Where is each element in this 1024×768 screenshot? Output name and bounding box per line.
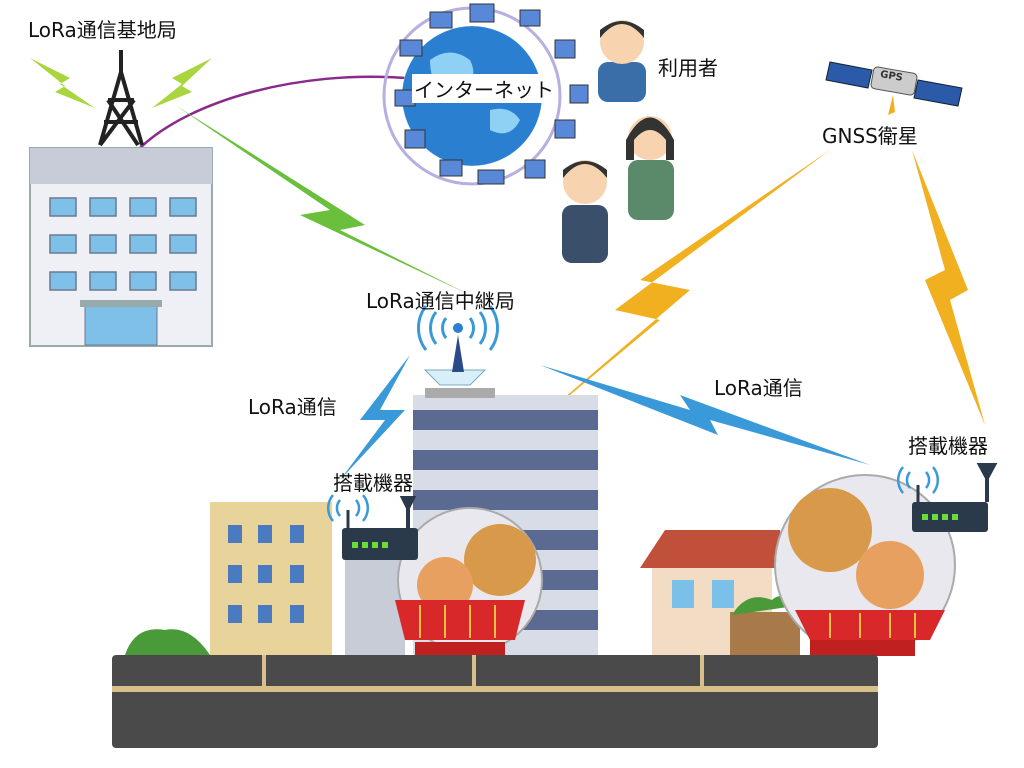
gps-bolt-right [912,150,985,425]
users-label: 利用者 [658,56,718,80]
onboard-device-label-right: 搭載機器 [908,434,988,458]
lora-link-label-left: LoRa通信 [248,395,337,419]
festival-float-left [395,507,543,656]
gnss-satellite-label: GNSS衛星 [822,124,918,148]
signal-bolt-left [30,58,95,108]
user-figure [598,20,646,102]
building-windows [228,525,304,623]
blue-bolt-right [540,365,870,465]
small-building [345,560,405,655]
internet-label: インターネット [412,74,556,103]
onboard-device-label-left: 搭載機器 [333,471,413,495]
onboard-device-left-icon [326,494,418,560]
user-figure [626,116,674,220]
relay-station-label: LoRa通信中継局 [366,289,515,313]
gps-signal-mark [888,95,895,115]
radio-tower-icon [98,50,144,147]
bush [125,629,210,655]
lora-link-label-right: LoRa通信 [714,376,803,400]
signal-bolt-right [152,58,212,108]
base-station-label: LoRa通信基地局 [28,18,177,42]
user-figure [562,160,608,263]
gnss-satellite-icon [825,61,963,107]
house [640,530,802,656]
internet-link-line [139,75,406,149]
gps-bolt-left [480,150,830,470]
festival-float-right [774,474,956,656]
blue-bolt-left [340,355,410,480]
green-lightning-bolt [175,105,470,295]
relay-antenna-icon [416,305,500,386]
road [112,655,878,748]
onboard-device-right-icon [896,463,998,532]
base-station-building [29,147,213,347]
